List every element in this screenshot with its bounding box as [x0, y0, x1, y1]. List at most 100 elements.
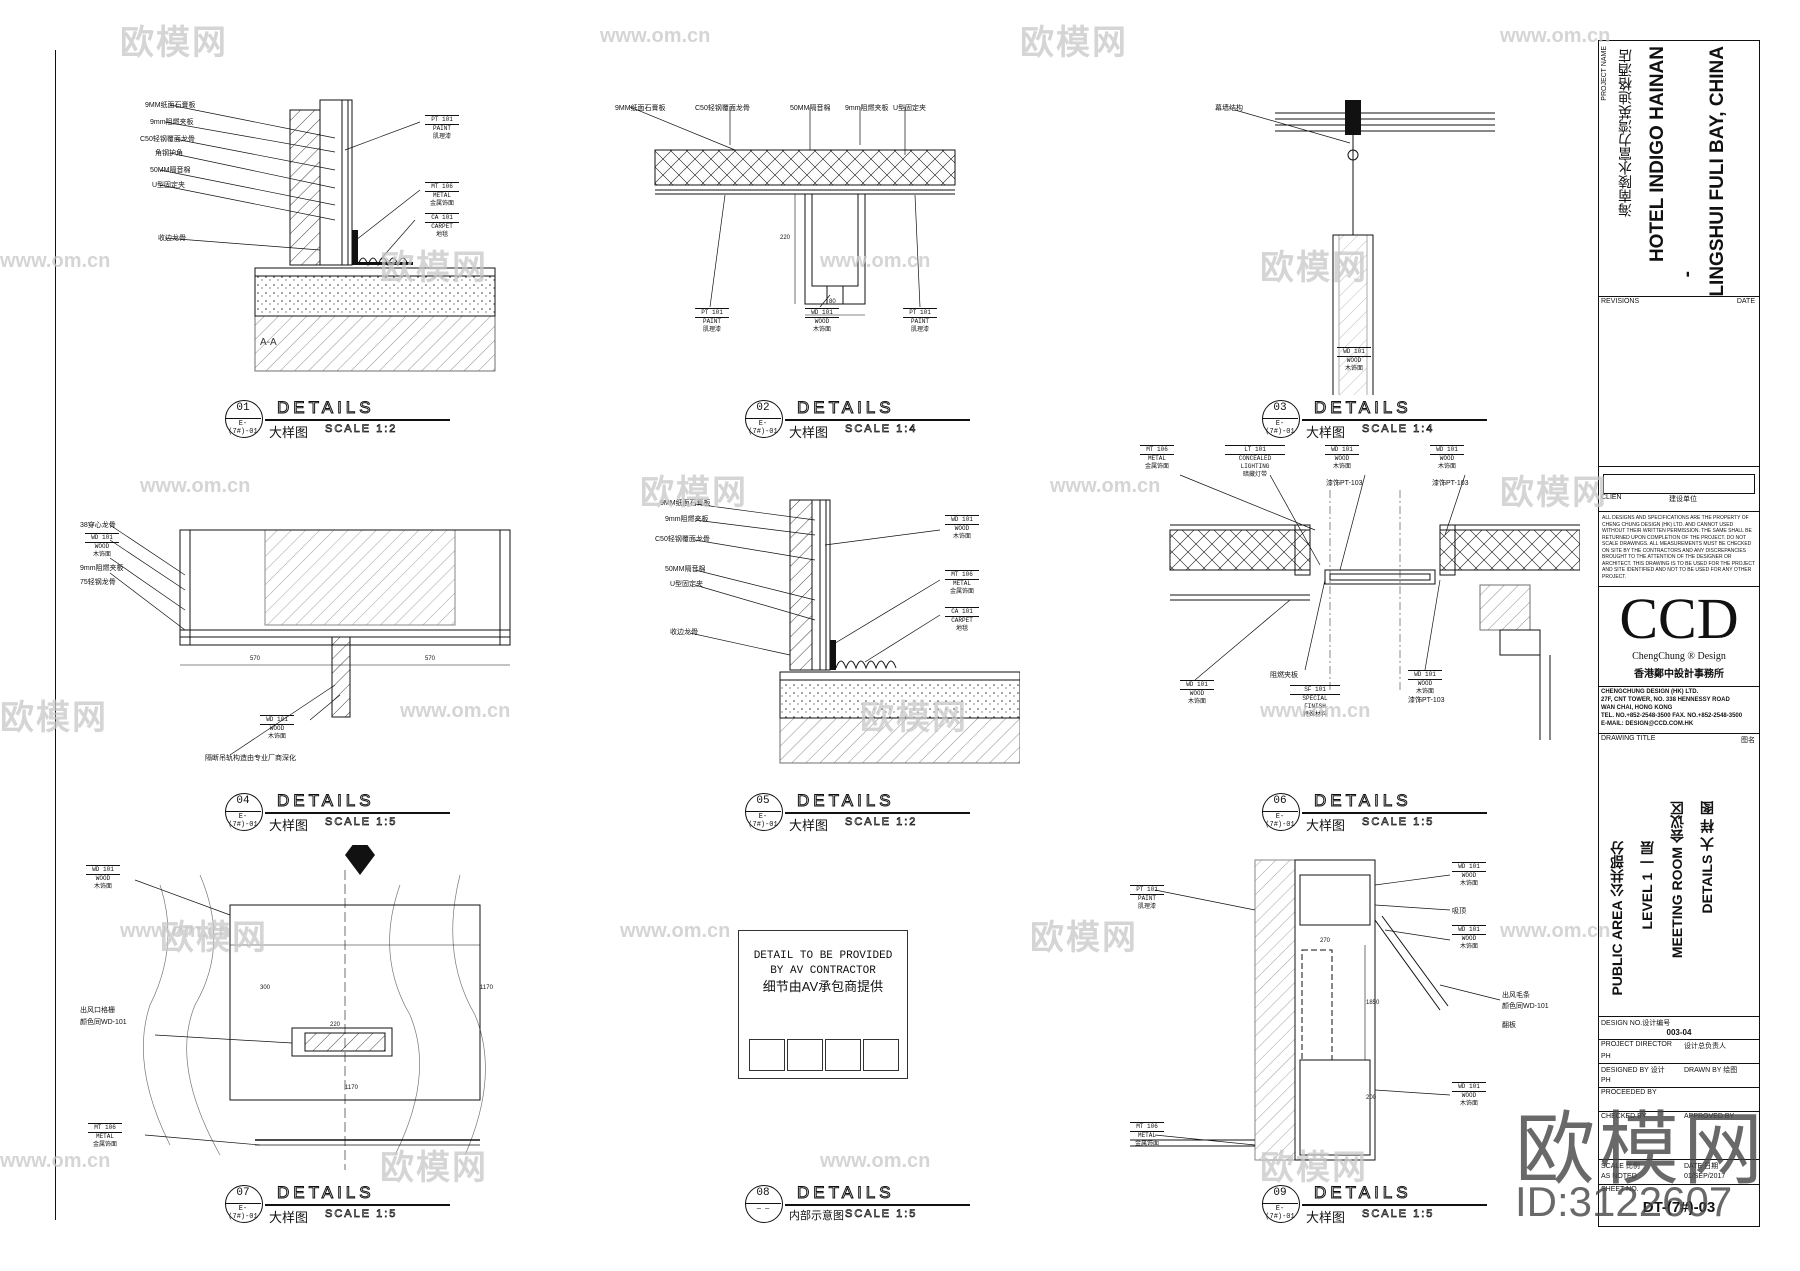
label: U型固定夹: [670, 581, 704, 588]
watermark-big-brand: 欧模网: [1515, 1105, 1767, 1194]
bubble-divider: [225, 418, 261, 419]
detail-ref: E-(7#)-01: [1265, 1205, 1295, 1221]
project-name-cn: 海南陵水富力湾英迪格酒店: [1619, 49, 1634, 217]
detail-ref: E-(7#)-01: [748, 813, 778, 829]
tag-cn: 木饰面: [1459, 943, 1478, 950]
watermark-brand: 欧模网: [1030, 919, 1138, 957]
label: C50轻钢覆面龙骨: [655, 536, 710, 543]
tag-en: WOOD: [814, 318, 830, 325]
caption-underline: [1302, 1204, 1487, 1206]
tag-cn: 木饰面: [1437, 463, 1456, 470]
company-phone: TEL. NO.+852-2548-3500 FAX. NO.+852-2548…: [1601, 713, 1743, 719]
bubble-divider: [225, 811, 261, 812]
company-name: CHENGCHUNG DESIGN (HK) LTD.: [1601, 689, 1699, 695]
divider: [1599, 1184, 1759, 1185]
detail-scale: SCALE 1:5: [325, 1208, 398, 1221]
detail-subtitle: 内部示意图: [789, 1210, 844, 1222]
tag-en: WOOD: [95, 875, 111, 882]
date-label: DATE 日期: [1684, 1163, 1719, 1170]
tag-en: WOOD: [1439, 455, 1455, 462]
watermark-brand: 欧模网: [160, 919, 268, 957]
detail-subtitle: 大样图: [1306, 1210, 1346, 1225]
detail-caption: 05 E-(7#)-01 DETAILS 大样图 SCALE 1:2: [745, 791, 985, 839]
detail-ref: E-(7#)-01: [1265, 813, 1295, 829]
detail-bubble: [1262, 1185, 1300, 1223]
tag-code: WD 101: [1452, 925, 1486, 935]
label: 9mm阻燃夹板: [845, 105, 889, 112]
av-cell: [749, 1039, 785, 1071]
design-no-value: 003-04: [1666, 1028, 1692, 1037]
detail-caption: 03 E-(7#)-01 DETAILS 大样图 SCALE 1:4: [1262, 398, 1502, 446]
detail-scale: SCALE 1:2: [845, 816, 918, 829]
tag-cn: 金属饰面: [1144, 463, 1169, 470]
left-frame-line: [55, 50, 56, 1220]
approved-by-label: APPROVED BY: [1684, 1113, 1735, 1120]
tag-code: PT 101: [903, 308, 937, 318]
label: 吸顶: [1452, 908, 1466, 915]
detail-subtitle: 大样图: [269, 425, 309, 440]
detail-scale: SCALE 1:5: [1362, 816, 1435, 829]
detail-title: DETAILS: [277, 791, 375, 811]
revisions-label: REVISIONS: [1601, 298, 1640, 305]
divider: [1599, 586, 1759, 587]
tag-cn: 木饰面: [1459, 1100, 1478, 1107]
label: 角钢护角: [155, 150, 183, 157]
bubble-divider: [1262, 1203, 1298, 1204]
tag-en: CARPET: [431, 223, 453, 230]
label: 出风口格栅: [80, 1007, 115, 1014]
project-director-value: PH: [1601, 1053, 1611, 1060]
detail-number: 06: [1273, 795, 1287, 807]
tag-code: CA 101: [425, 213, 459, 223]
label: 9MM纸面石膏板: [660, 500, 711, 507]
designed-by-label: DESIGNED BY 设计: [1601, 1067, 1665, 1074]
tag-cn: 木饰面: [1415, 688, 1434, 695]
label: 收边龙骨: [670, 629, 698, 636]
tag-en: PAINT: [432, 125, 451, 132]
watermark-brand: 欧模网: [1500, 474, 1608, 512]
label: 9mm阻燃夹板: [150, 119, 194, 126]
watermark-url: www.om.cn: [1050, 475, 1161, 497]
label: 漆饰PT-103: [1326, 480, 1363, 487]
detail-caption: 07 E-(7#)-01 DETAILS 大样图 SCALE 1:5: [225, 1183, 465, 1231]
detail-04-linework: [109, 524, 511, 756]
watermark-url: www.om.cn: [120, 920, 231, 942]
detail-scale: SCALE 1:2: [325, 423, 398, 436]
tag-cn: 木饰面: [1187, 698, 1206, 705]
tag-cn: 木饰面: [267, 733, 286, 740]
tag-en: METAL: [1137, 1132, 1156, 1139]
date-value: 01/SEP/2017: [1684, 1173, 1726, 1180]
tag-cn: 木饰面: [1459, 880, 1478, 887]
tag-cn: 地毯: [435, 231, 448, 238]
tag-code: PT 101: [425, 115, 459, 125]
av-note: DETAIL TO BE PROVIDED BY AV CONTRACTOR 细…: [739, 949, 907, 994]
watermark-url: www.om.cn: [1260, 700, 1371, 722]
copyright-notice: ALL DESIGNS AND SPECIFICATIONS ARE THE P…: [1602, 515, 1755, 580]
detail-ref: E-(7#)-01: [228, 420, 258, 436]
tag-en: PAINT: [1137, 895, 1156, 902]
detail-title: DETAILS: [1314, 791, 1412, 811]
detail-ref: E-(7#)-01: [1265, 420, 1295, 436]
tag-code: WD 101: [1452, 1082, 1486, 1092]
caption-underline: [265, 1204, 450, 1206]
detail-caption: 09 E-(7#)-01 DETAILS 大样图 SCALE 1:5: [1262, 1183, 1502, 1231]
dimension-label: 80: [829, 299, 836, 305]
tag-en: WOOD: [1189, 690, 1205, 697]
detail-bubble: [1262, 400, 1300, 438]
detail-ref: E-(7#)-01: [748, 420, 778, 436]
tag-code: MT 106: [1140, 445, 1174, 455]
label: 漆饰PT-103: [1432, 480, 1469, 487]
divider: [1599, 1111, 1759, 1112]
detail-caption: 02 E-(7#)-01 DETAILS 大样图 SCALE 1:4: [745, 398, 985, 446]
